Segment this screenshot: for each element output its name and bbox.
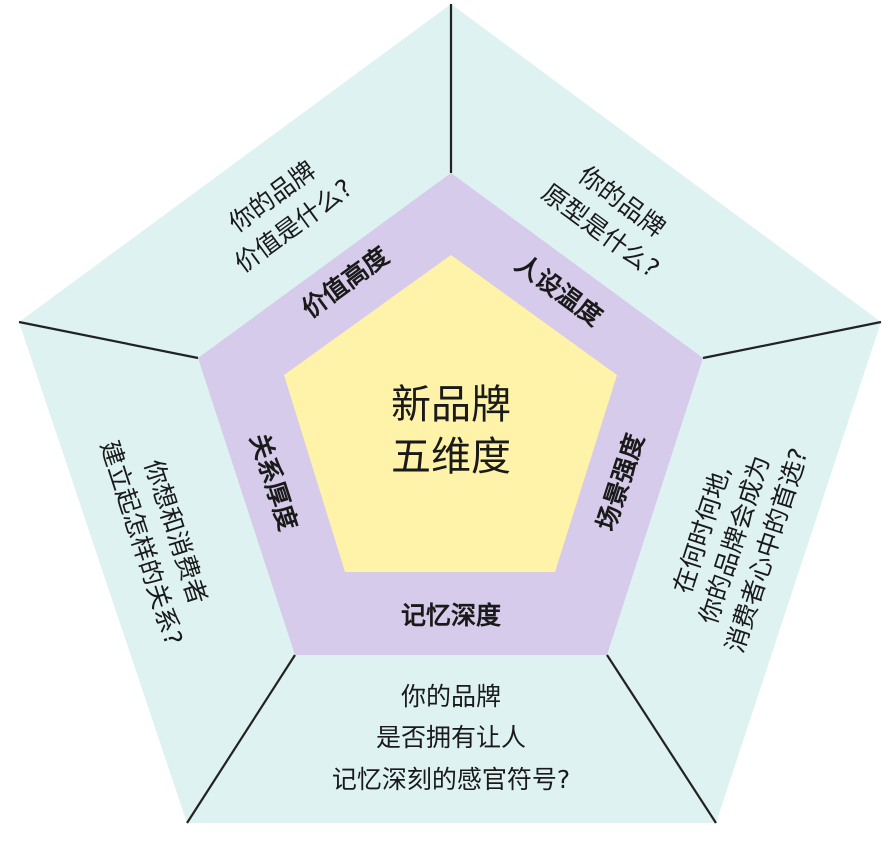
- inner-pentagon: [284, 255, 617, 572]
- divider-bottom-left: [186, 654, 296, 824]
- center-title-line2: 五维度: [391, 434, 511, 480]
- divider-bottom-right: [606, 654, 717, 824]
- segment-dividers: [18, 4, 882, 824]
- question-memory: 你的品牌 是否拥有让人 记忆深刻的感官符号?: [332, 682, 570, 794]
- center-title-line1: 新品牌: [391, 382, 511, 428]
- question-memory-line1: 你的品牌: [401, 682, 501, 711]
- question-memory-line3: 记忆深刻的感官符号?: [332, 765, 570, 794]
- question-memory-line2: 是否拥有让人: [376, 723, 526, 752]
- divider-right: [702, 320, 882, 360]
- dimension-label-memory-depth: 记忆深度: [401, 601, 501, 630]
- divider-left: [18, 320, 199, 360]
